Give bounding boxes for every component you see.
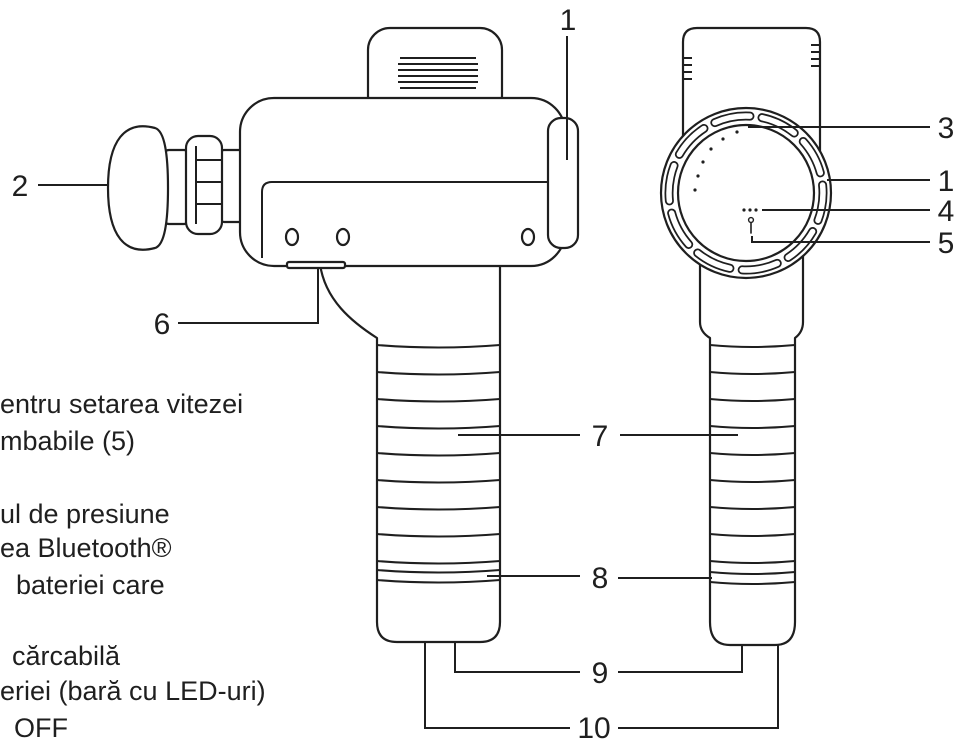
legend-line: ul de presiune (0, 499, 170, 529)
callout-1-right: 1 (938, 165, 955, 198)
callout-4: 4 (938, 195, 955, 228)
legend-line: OFF (14, 713, 68, 742)
head-seam (261, 181, 548, 258)
pressure-dot (742, 208, 746, 212)
callout-6: 6 (154, 308, 171, 341)
callout-8: 8 (592, 562, 609, 595)
grip-line (709, 506, 796, 510)
callout-2: 2 (12, 170, 29, 203)
control-panel-dial (659, 106, 833, 280)
leader-line-9-left (454, 642, 580, 673)
grip-line (376, 398, 501, 403)
legend-line: mbabile (5) (0, 426, 135, 456)
front-vent-marks (683, 44, 820, 80)
pressure-indicator-dots (742, 208, 758, 212)
grip-line (709, 371, 796, 375)
leader-line-9-right (618, 645, 743, 673)
callout-9: 9 (592, 657, 609, 690)
speed-dot (693, 188, 697, 192)
front-handle (698, 248, 805, 647)
leader-line-10-left (424, 642, 570, 729)
grip-line (376, 560, 501, 565)
handle-grip-lines (376, 344, 501, 584)
callout-leader-lines (38, 36, 930, 729)
rear-button-cap (546, 116, 580, 250)
speed-dot (721, 137, 725, 141)
grip-line (376, 425, 501, 430)
grip-line (709, 452, 796, 456)
bluetooth-icon (747, 216, 755, 234)
grip-line (709, 560, 796, 564)
grip-line (709, 398, 796, 402)
legend-line: cărcabilă (12, 641, 121, 671)
speed-dot (701, 160, 705, 164)
dial-inner-face (676, 123, 816, 263)
callout-7: 7 (592, 420, 609, 453)
grip-line (709, 344, 796, 348)
screw-hole (335, 227, 351, 247)
grip-line (709, 533, 796, 537)
attachment-ring-body (184, 134, 224, 236)
legend-text: entru setarea vitezei mbabile (5) ul de … (0, 389, 266, 742)
legend-line: bateriei care (16, 570, 165, 600)
legend-line: eriei (bară cu LED-uri) (0, 676, 266, 706)
grip-line (376, 479, 501, 484)
front-handle-grip-lines (709, 344, 796, 585)
leader-line-10-right (618, 645, 779, 729)
speed-dot (696, 174, 700, 178)
battery-band-line (709, 581, 796, 585)
handle (318, 262, 502, 644)
callout-5: 5 (938, 227, 955, 260)
pressure-dot (754, 208, 758, 212)
callout-numbers: 1 1 2 3 4 5 6 7 8 9 10 (12, 4, 955, 742)
callout-1-top: 1 (560, 4, 577, 37)
leader-line-5 (751, 236, 930, 243)
grip-line (376, 452, 501, 457)
callout-10: 10 (577, 712, 610, 742)
callout-3: 3 (938, 112, 955, 145)
battery-band-line (376, 579, 501, 584)
grip-line (376, 371, 501, 376)
speed-dot (735, 130, 739, 134)
screw-hole (520, 227, 536, 247)
grip-line (709, 479, 796, 483)
grip-line (376, 533, 501, 538)
legend-line: ea Bluetooth® (0, 533, 172, 563)
battery-band-line (376, 569, 501, 574)
bottom-port (285, 260, 347, 270)
top-vent-slots (398, 57, 478, 89)
massage-gun-side-view (106, 26, 580, 644)
grip-line (376, 506, 501, 511)
speed-indicator-dots (693, 130, 739, 192)
pressure-dot (748, 208, 752, 212)
speed-dot (709, 147, 713, 151)
legend-line: entru setarea vitezei (0, 389, 243, 419)
grip-line (376, 344, 501, 349)
attachment-dome-head (106, 125, 170, 251)
grip-line (709, 425, 796, 429)
attachment-ring-grooves (195, 146, 222, 224)
leader-line-6 (178, 268, 319, 324)
massage-head-attachment (106, 125, 246, 251)
massage-gun-front-view (659, 26, 833, 647)
screw-hole (284, 227, 300, 247)
battery-band-line (709, 571, 796, 575)
